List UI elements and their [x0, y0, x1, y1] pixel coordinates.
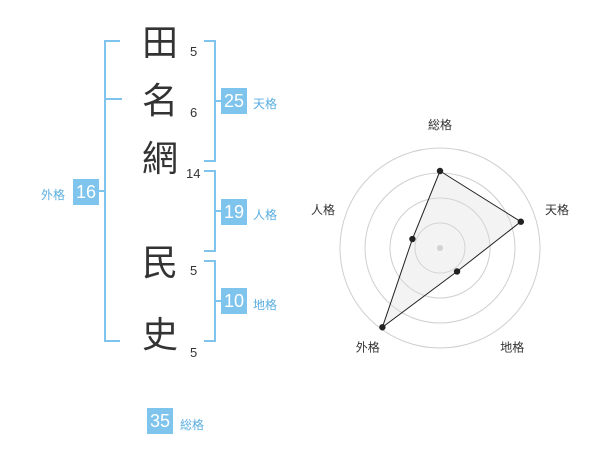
radar-axis-label-1: 総格: [428, 117, 452, 132]
name-char-3: 網: [141, 139, 178, 180]
radar-ring: [389, 197, 491, 299]
gaikaku-value: 16: [73, 179, 99, 205]
chikaku-bracket-center: [214, 300, 222, 302]
radar-point-4: [379, 324, 386, 331]
radar-area: [381, 170, 522, 329]
tenkaku-bracket-center: [214, 100, 222, 102]
name-char-1: 田: [141, 23, 178, 64]
radar-ring: [414, 222, 466, 274]
radar-point-5: [409, 235, 416, 243]
radar-axis-label-3: 地格: [500, 340, 524, 355]
stroke-count-2: 6: [190, 105, 198, 120]
tenkaku-value: 25: [221, 88, 247, 114]
radar-point-2: [517, 218, 525, 225]
chikaku-value: 10: [221, 288, 247, 314]
tenkaku-label: 天格: [253, 97, 278, 111]
gaikaku-bracket-tick: [104, 98, 122, 100]
stroke-count-3: 14: [186, 166, 201, 181]
soukaku-label: 総格: [180, 418, 205, 432]
soukaku-value: 35: [147, 408, 173, 434]
name-char-4: 民: [141, 243, 178, 284]
gaikaku-bracket-center: [98, 190, 106, 192]
radar-point-1: [436, 167, 444, 175]
gaikaku-label: 外格: [41, 188, 66, 202]
name-char-5: 史: [141, 315, 178, 356]
chikaku-label: 地格: [253, 298, 278, 312]
radar-center-dot: [437, 245, 443, 251]
radar-ring: [339, 147, 541, 349]
stroke-count-1: 5: [190, 44, 198, 59]
radar-axis-label-2: 天格: [545, 202, 569, 217]
radar-axis-label-4: 外格: [356, 340, 380, 355]
jinkaku-value: 19: [221, 199, 247, 225]
radar-axis-label-5: 人格: [311, 202, 335, 217]
stroke-count-5: 5: [190, 345, 198, 360]
name-char-2: 名: [141, 81, 178, 122]
jinkaku-bracket-center: [214, 210, 222, 212]
jinkaku-label: 人格: [253, 208, 278, 222]
radar-point-3: [453, 268, 461, 275]
stroke-count-4: 5: [190, 263, 198, 278]
